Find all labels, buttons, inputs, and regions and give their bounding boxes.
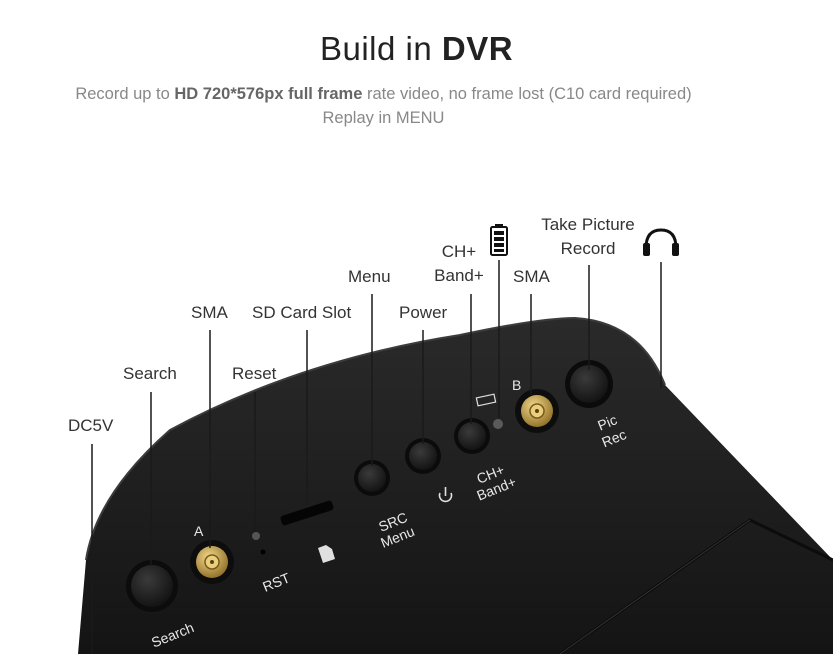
power-button [405,438,441,474]
callout-sma-b: SMA [513,267,550,286]
callout-ch-line2: Band+ [434,266,484,285]
callout-ch-line1: CH+ [441,242,477,261]
sma-b-connector [515,389,559,433]
callout-reset: Reset [232,364,277,383]
callout-search: Search [123,364,177,383]
callout-take-line1: Take Picture [541,215,635,234]
sma-a-connector [190,540,234,584]
pic-rec-button [565,360,613,408]
subtitle-line-2: Replay in MENU [322,109,445,127]
page-title: Build in DVR [319,30,514,67]
callout-dc5v: DC5V [68,416,114,435]
battery-engraved-icon [475,393,497,407]
engraved-pic: Pic [595,411,619,433]
headphones-icon [643,228,679,256]
reset-led [252,532,260,540]
menu-button [354,460,390,496]
battery-icon [490,224,508,256]
search-button [126,560,178,612]
callout-sd-card-slot: SD Card Slot [252,303,352,322]
callout-take-line2: Record [560,239,616,258]
sd-card-icon [318,545,335,563]
callout-take-picture: Take Picture Record [537,213,639,261]
callout-sma-a: SMA [191,303,228,322]
callout-ch-band: CH+ Band+ [431,240,487,288]
battery-led [493,419,503,429]
engraved-b: B [512,377,521,393]
sd-card-slot [280,500,334,526]
ch-band-button [454,418,490,454]
callout-menu: Menu [348,267,391,286]
subtitle-line-1: Record up to HD 720*576px full frame rat… [75,85,692,103]
engraved-a: A [194,523,204,539]
callout-lines [91,260,662,654]
power-icon [438,487,453,503]
reset-pinhole [260,549,266,555]
callout-power: Power [399,303,448,322]
